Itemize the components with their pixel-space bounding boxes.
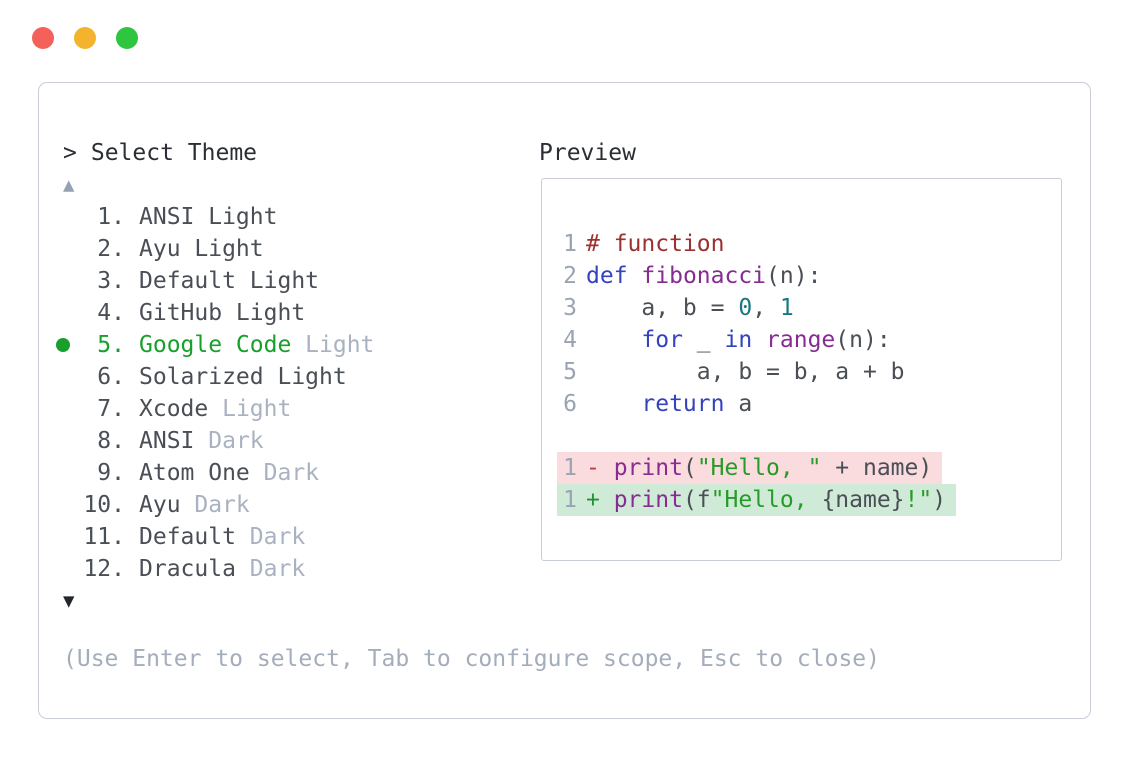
theme-item-label: Dracula Dark xyxy=(139,556,306,582)
theme-item-number: 5. xyxy=(97,332,125,358)
theme-item-number: 8. xyxy=(97,428,125,454)
theme-list-item[interactable]: 8. ANSI Dark xyxy=(63,425,880,457)
theme-item-label: Google Code Light xyxy=(139,332,375,358)
prompt-caret-icon: > xyxy=(63,140,77,166)
theme-list-column: > Select Theme ▲ 1. ANSI Light 2. Ayu Light 3… xyxy=(56,137,880,675)
theme-item-number: 3. xyxy=(97,268,125,294)
line-number: 3 xyxy=(563,295,577,321)
keyboard-hint: (Use Enter to select, Tab to configure s… xyxy=(63,646,880,672)
line-number: 2 xyxy=(563,263,577,289)
code-text: return a xyxy=(641,391,753,417)
diff-line-added: 1 + print(f"Hello, {name}!") xyxy=(557,484,957,516)
preview-label: Preview xyxy=(539,140,636,166)
window-controls xyxy=(32,27,138,49)
theme-item-label: ANSI Light xyxy=(139,204,278,230)
theme-list-item[interactable]: 5. Google Code Light xyxy=(56,329,880,361)
theme-list-item[interactable]: 3. Default Light xyxy=(63,265,880,297)
line-number: 1 xyxy=(563,231,577,257)
theme-list-item[interactable]: 2. Ayu Light xyxy=(63,233,880,265)
code-text: + print(f"Hello, {name}!") xyxy=(586,487,947,513)
scroll-up-icon[interactable]: ▲ xyxy=(63,174,75,196)
theme-list: 1. ANSI Light 2. Ayu Light 3. Default Light 4.… xyxy=(56,201,880,585)
theme-item-number: 6. xyxy=(97,364,125,390)
theme-list-item[interactable]: 12. Dracula Dark xyxy=(63,553,880,585)
theme-item-label: GitHub Light xyxy=(139,300,306,326)
theme-list-item[interactable]: 6. Solarized Light xyxy=(63,361,880,393)
theme-item-number: 2. xyxy=(97,236,125,262)
code-line: 4 for _ in range(n): xyxy=(562,324,1061,356)
code-text: # function xyxy=(586,231,725,257)
code-line: 3 a, b = 0, 1 xyxy=(562,292,1061,324)
prompt-row: > Select Theme xyxy=(63,137,880,169)
theme-item-label: Atom One Dark xyxy=(139,460,320,486)
line-number: 1 xyxy=(563,487,577,513)
theme-list-item[interactable]: 4. GitHub Light xyxy=(63,297,880,329)
zoom-button[interactable] xyxy=(116,27,138,49)
theme-list-item[interactable]: 10. Ayu Dark xyxy=(63,489,880,521)
theme-picker-panel: > Select Theme ▲ 1. ANSI Light 2. Ayu Light 3… xyxy=(38,82,1091,719)
theme-item-number: 7. xyxy=(97,396,125,422)
minimize-button[interactable] xyxy=(74,27,96,49)
line-number: 1 xyxy=(563,455,577,481)
code-text: a, b = 0, 1 xyxy=(586,295,794,321)
theme-item-label: Solarized Light xyxy=(139,364,347,390)
scroll-down-icon[interactable]: ▼ xyxy=(63,590,75,612)
theme-item-label: Default Light xyxy=(139,268,320,294)
close-button[interactable] xyxy=(32,27,54,49)
code-line: 6 return a xyxy=(562,388,1061,420)
theme-item-label: Ayu Dark xyxy=(139,492,250,518)
theme-item-number: 10. xyxy=(83,492,125,518)
theme-item-label: ANSI Dark xyxy=(139,428,264,454)
line-number xyxy=(562,420,577,452)
theme-list-item[interactable]: 9. Atom One Dark xyxy=(63,457,880,489)
code-text: a, b = b, a + b xyxy=(586,359,905,385)
theme-item-number: 11. xyxy=(83,524,125,550)
code-text: for _ in range(n): xyxy=(641,327,891,353)
code-line: 5 a, b = b, a + b xyxy=(562,356,1061,388)
line-number: 6 xyxy=(563,391,577,417)
preview-column: Preview 1 # function 2 def fibonacci(n): 3 a… xyxy=(539,137,1062,561)
theme-item-label: Xcode Light xyxy=(139,396,292,422)
code-line: 2 def fibonacci(n): xyxy=(562,260,1061,292)
line-number: 4 xyxy=(563,327,577,353)
theme-item-label: Ayu Light xyxy=(139,236,264,262)
code-text: def fibonacci(n): xyxy=(586,263,822,289)
theme-item-number: 1. xyxy=(97,204,125,230)
theme-item-number: 4. xyxy=(97,300,125,326)
theme-list-item[interactable]: 1. ANSI Light xyxy=(63,201,880,233)
code-line-blank xyxy=(562,420,1061,452)
theme-list-item[interactable]: 7. Xcode Light xyxy=(63,393,880,425)
page-title: Select Theme xyxy=(90,140,258,166)
code-text: - print("Hello, " + name) xyxy=(586,455,933,481)
diff-line-removed: 1 - print("Hello, " + name) xyxy=(557,452,943,484)
code-line: 1 # function xyxy=(562,228,1061,260)
selected-indicator-dot xyxy=(56,338,70,352)
theme-item-number: 12. xyxy=(83,556,125,582)
theme-item-number: 9. xyxy=(97,460,125,486)
code-preview-box: 1 # function 2 def fibonacci(n): 3 a, b = 0,… xyxy=(541,178,1062,561)
theme-list-item[interactable]: 11. Default Dark xyxy=(63,521,880,553)
theme-item-label: Default Dark xyxy=(139,524,306,550)
line-number: 5 xyxy=(563,359,577,385)
